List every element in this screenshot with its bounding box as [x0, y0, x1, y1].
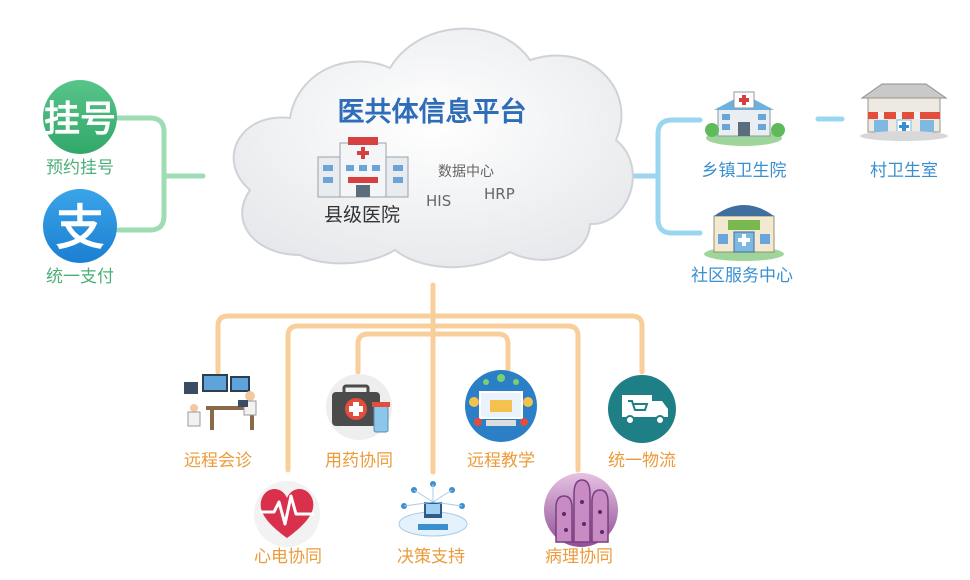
remote-consult-icon[interactable] — [184, 374, 257, 430]
ecg-label[interactable]: 心电协同 — [254, 547, 322, 567]
his-label: HIS — [426, 192, 452, 210]
payment-label[interactable]: 统一支付 — [46, 267, 114, 287]
payment-icon-text: 支 — [56, 200, 104, 256]
village-label[interactable]: 村卫生室 — [870, 161, 938, 181]
township-hospital-icon[interactable] — [705, 91, 785, 146]
medication-label[interactable]: 用药协同 — [325, 451, 393, 471]
county-hospital-icon — [317, 137, 409, 198]
registration-icon[interactable]: 挂号 — [43, 80, 117, 154]
remote-consult-label[interactable]: 远程会诊 — [184, 451, 252, 471]
remote-teaching-label[interactable]: 远程教学 — [467, 451, 535, 471]
remote-teaching-icon[interactable] — [465, 370, 537, 442]
pathology-label[interactable]: 病理协同 — [545, 547, 613, 567]
platform-cloud — [232, 27, 634, 269]
left-connector — [115, 115, 206, 233]
village-clinic-icon[interactable] — [860, 83, 948, 141]
right-connector — [627, 116, 853, 236]
payment-icon[interactable]: 支 — [43, 189, 117, 263]
county-hospital-label: 县级医院 — [323, 204, 401, 226]
ecg-heart-icon[interactable] — [254, 481, 320, 547]
decision-support-icon[interactable] — [398, 481, 468, 537]
community-center-icon[interactable] — [704, 205, 784, 261]
decision-label[interactable]: 决策支持 — [397, 547, 465, 567]
medication-icon[interactable] — [326, 374, 392, 440]
logistics-label[interactable]: 统一物流 — [608, 451, 676, 471]
bottom-connector — [215, 282, 645, 475]
registration-label[interactable]: 预约挂号 — [46, 158, 114, 178]
data-center-label: 数据中心 — [438, 164, 494, 180]
hrp-label: HRP — [484, 185, 515, 203]
registration-icon-text: 挂号 — [44, 99, 116, 140]
platform-title: 医共体信息平台 — [337, 97, 527, 128]
community-label[interactable]: 社区服务中心 — [691, 266, 793, 286]
township-label[interactable]: 乡镇卫生院 — [701, 161, 787, 181]
pathology-icon[interactable] — [544, 473, 618, 547]
logistics-icon[interactable] — [608, 375, 676, 443]
